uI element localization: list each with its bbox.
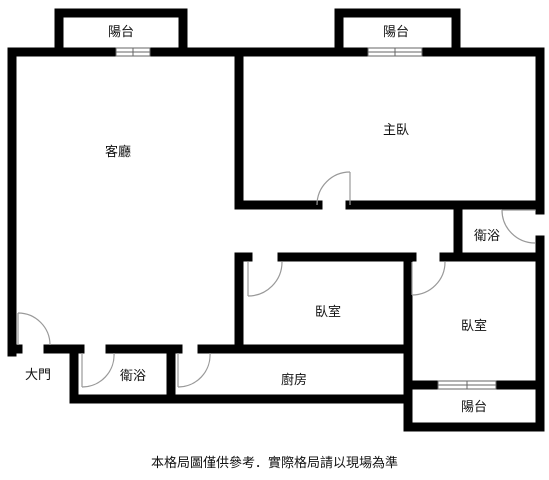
label-bedroom-right: 臥室 xyxy=(461,318,487,334)
walls xyxy=(7,8,545,432)
label-main-door: 大門 xyxy=(25,368,51,383)
label-bedroom-center: 臥室 xyxy=(315,304,341,320)
label-balcony-bottom-right: 陽台 xyxy=(461,400,487,415)
label-living-room: 客廳 xyxy=(105,144,131,160)
balcony-top-right-wall xyxy=(334,8,461,55)
door-bedroom-right xyxy=(411,261,446,296)
label-kitchen: 廚房 xyxy=(281,372,307,388)
door-master-bedroom xyxy=(316,171,351,206)
balcony-bottom-right-wall xyxy=(403,380,545,432)
door-main-entry xyxy=(17,312,51,346)
sliding-door-top-right xyxy=(367,47,423,57)
sliding-door-bottom-right xyxy=(437,380,497,390)
door-bedroom-center xyxy=(247,261,283,297)
room-labels: 陽台 陽台 客廳 主臥 衛浴 臥室 臥室 衛浴 廚房 陽台 大門 xyxy=(25,25,500,415)
label-master-bedroom: 主臥 xyxy=(383,123,409,138)
sliding-door-top-left xyxy=(115,47,151,57)
door-bathroom xyxy=(81,352,115,388)
label-balcony-top-right: 陽台 xyxy=(383,25,409,40)
disclaimer-caption: 本格局圖僅供參考．實際格局請以現場為準 xyxy=(150,456,398,471)
swing-doors xyxy=(17,171,536,388)
door-kitchen xyxy=(177,352,211,388)
label-master-bath: 衛浴 xyxy=(474,229,500,244)
label-balcony-top-left: 陽台 xyxy=(108,25,134,40)
balcony-top-left-wall xyxy=(54,8,188,55)
label-bathroom: 衛浴 xyxy=(120,369,146,384)
sliding-doors xyxy=(115,47,497,390)
door-master-bath xyxy=(501,209,536,244)
